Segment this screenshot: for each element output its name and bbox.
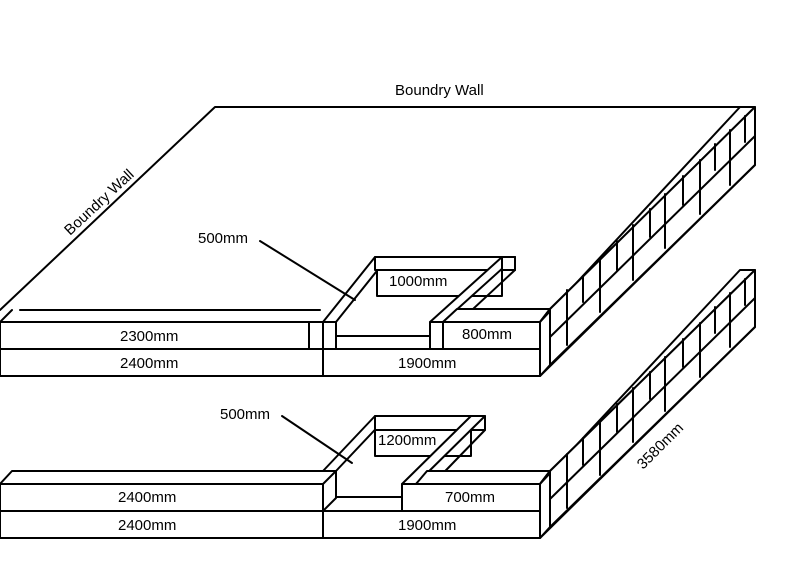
lower-pit-leader <box>281 415 353 464</box>
lower-pit <box>322 415 486 498</box>
side-wall-label: Boundry Wall <box>61 166 137 239</box>
lower-brick-wall-right <box>401 269 756 539</box>
lower-pit-width-label: 500mm <box>220 406 270 423</box>
upper-pit <box>322 256 516 350</box>
upper-row2-left-label: 2400mm <box>120 355 178 372</box>
lower-row2-left-label: 2400mm <box>118 517 176 534</box>
upper-row2-right-label: 1900mm <box>398 355 456 372</box>
upper-pit-width-label: 500mm <box>198 230 248 247</box>
lower-pit-length-label: 1200mm <box>378 432 436 449</box>
upper-brick-wall-right <box>429 106 756 377</box>
top-wall-label: Boundry Wall <box>395 82 484 99</box>
upper-row1-right-label: 800mm <box>462 326 512 343</box>
lower-row1-right-label: 700mm <box>445 489 495 506</box>
upper-pit-leader <box>259 240 356 301</box>
lower-brick-wall-front <box>0 470 541 539</box>
upper-slab <box>0 106 741 311</box>
lower-row1-left-label: 2400mm <box>118 489 176 506</box>
upper-row1-left-label: 2300mm <box>120 328 178 345</box>
lower-row2-right-label: 1900mm <box>398 517 456 534</box>
upper-pit-length-label: 1000mm <box>389 273 447 290</box>
